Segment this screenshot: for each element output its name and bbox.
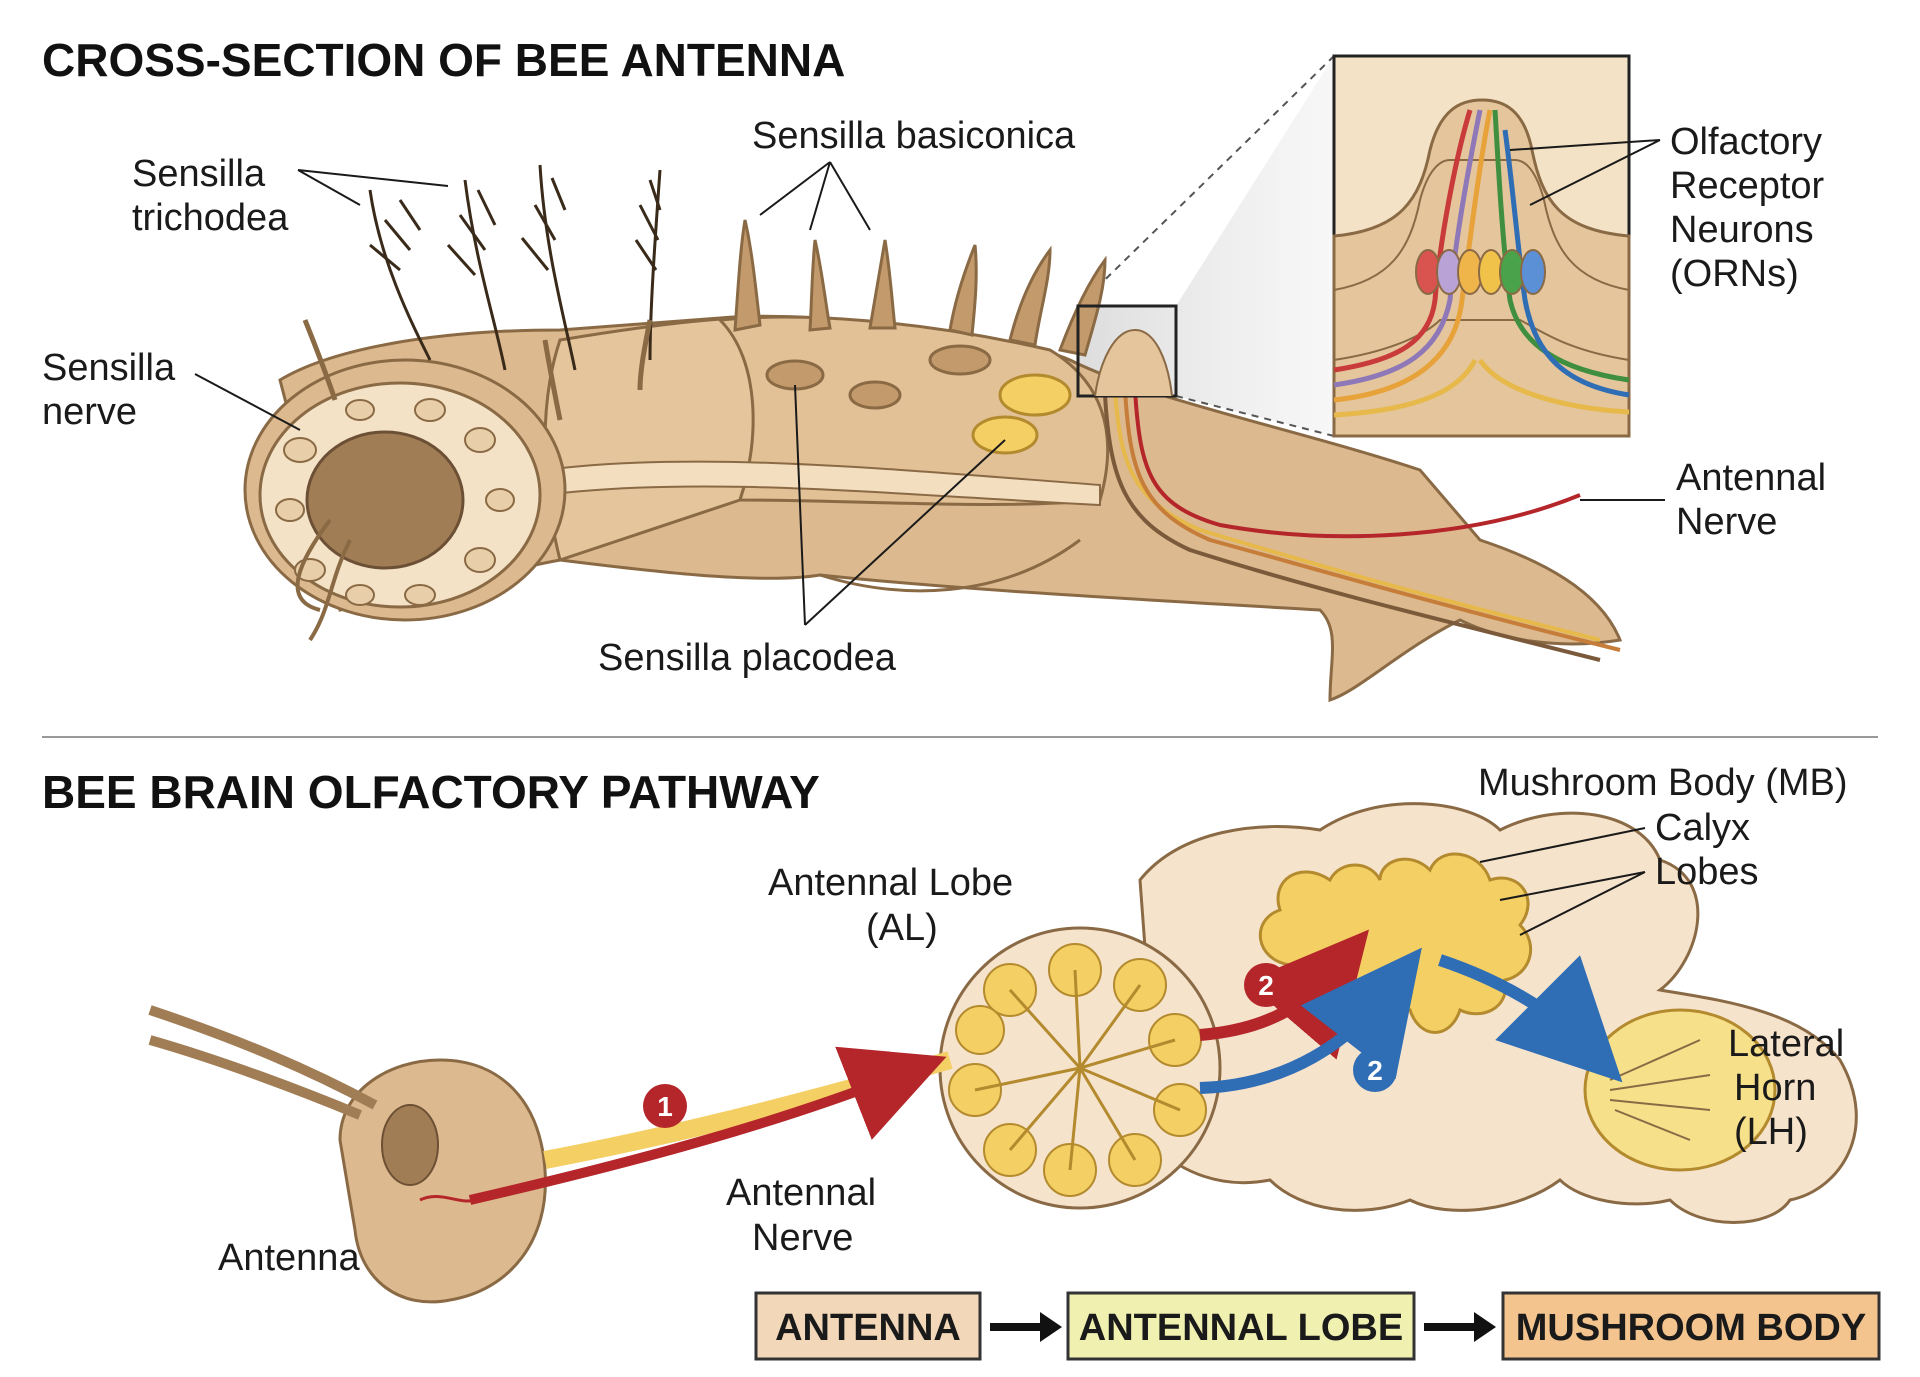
svg-text:ANTENNAL LOBE: ANTENNAL LOBE <box>1079 1307 1403 1349</box>
antennal-lobe <box>938 926 1222 1210</box>
label-sensilla-basiconica: Sensilla basiconica <box>752 115 1076 157</box>
svg-text:trichodea: trichodea <box>132 197 289 239</box>
pathway-arrow-1 <box>468 1046 947 1205</box>
svg-text:2: 2 <box>1367 1055 1383 1086</box>
svg-text:Nerve: Nerve <box>752 1217 853 1259</box>
svg-text:Nerve: Nerve <box>1676 501 1777 543</box>
flow-box-antennal-lobe: ANTENNAL LOBE <box>1066 1291 1416 1361</box>
bottom-section-title: BEE BRAIN OLFACTORY PATHWAY <box>42 766 820 818</box>
sensilla-basiconica-pegs <box>733 219 1107 357</box>
leader-orns <box>1509 139 1661 206</box>
sensilla-trichodea-hairs <box>368 164 662 371</box>
flow-box-mushroom-body: MUSHROOM BODY <box>1501 1291 1881 1361</box>
step-badge-2-red: 2 <box>1244 963 1288 1007</box>
label-lobes: Lobes <box>1655 851 1759 893</box>
svg-text:1: 1 <box>657 1091 673 1122</box>
top-section-title: CROSS-SECTION OF BEE ANTENNA <box>42 34 845 86</box>
label-sensilla-nerve: Sensilla nerve <box>42 347 176 433</box>
svg-text:Horn: Horn <box>1734 1067 1816 1109</box>
leader-sensilla-nerve <box>194 373 301 431</box>
label-calyx: Calyx <box>1655 807 1750 849</box>
label-sensilla-placodea: Sensilla placodea <box>598 637 897 679</box>
leader-placodea <box>794 384 1006 626</box>
flow-arrow-2-head <box>1474 1312 1496 1342</box>
svg-text:Olfactory: Olfactory <box>1670 121 1822 163</box>
svg-text:(AL): (AL) <box>866 907 938 949</box>
label-sensilla-trichodea: Sensilla trichodea <box>132 153 289 239</box>
flow-arrow-1-head <box>1040 1312 1062 1342</box>
label-antennal-nerve-bottom: Antennal Nerve <box>726 1172 876 1259</box>
svg-text:Antennal: Antennal <box>1676 457 1826 499</box>
label-antennal-lobe: Antennal Lobe (AL) <box>768 862 1013 949</box>
svg-text:2: 2 <box>1258 970 1274 1001</box>
svg-text:Sensilla: Sensilla <box>132 153 266 195</box>
svg-text:(LH): (LH) <box>1734 1111 1808 1153</box>
mini-peg <box>1094 328 1173 397</box>
sensilla-placodea-plates <box>765 344 992 410</box>
svg-text:Neurons: Neurons <box>1670 209 1814 251</box>
svg-text:Antennal Lobe: Antennal Lobe <box>768 862 1013 904</box>
svg-text:Lateral: Lateral <box>1728 1023 1844 1065</box>
pathway-arrow-to-lh <box>1438 954 1623 1083</box>
bee-head <box>148 1005 547 1304</box>
yellow-glands <box>971 373 1072 455</box>
orn-inset <box>1332 54 1631 438</box>
svg-text:MUSHROOM BODY: MUSHROOM BODY <box>1516 1307 1866 1349</box>
leader-trichodea <box>297 169 449 206</box>
zoom-line-bottom <box>1175 395 1335 437</box>
lateral-horn <box>1583 1008 1777 1172</box>
antenna-cross-section <box>243 358 567 642</box>
leader-calyx-lobes <box>1479 827 1646 936</box>
svg-text:Sensilla: Sensilla <box>42 347 176 389</box>
svg-text:nerve: nerve <box>42 391 137 433</box>
svg-text:Antennal: Antennal <box>726 1172 876 1214</box>
step-badge-1: 1 <box>643 1084 687 1128</box>
pathway-arrow-2-blue <box>1199 947 1422 1094</box>
label-orns: Olfactory Receptor Neurons (ORNs) <box>1670 121 1825 295</box>
step-badge-2-blue: 2 <box>1353 1048 1397 1092</box>
sensilla-small-hairs <box>302 319 653 421</box>
nerve-bundle-top <box>1103 389 1621 662</box>
svg-text:Receptor: Receptor <box>1670 165 1825 207</box>
label-mushroom-body: Mushroom Body (MB) <box>1478 762 1848 804</box>
label-antennal-nerve-top: Antennal Nerve <box>1676 457 1826 543</box>
leader-basiconica <box>759 161 871 231</box>
svg-text:ANTENNA: ANTENNA <box>775 1307 961 1349</box>
label-lateral-horn: Lateral Horn (LH) <box>1728 1023 1844 1153</box>
label-antenna: Antenna <box>218 1237 360 1279</box>
svg-text:(ORNs): (ORNs) <box>1670 253 1799 295</box>
flow-box-antenna: ANTENNA <box>754 1291 982 1361</box>
